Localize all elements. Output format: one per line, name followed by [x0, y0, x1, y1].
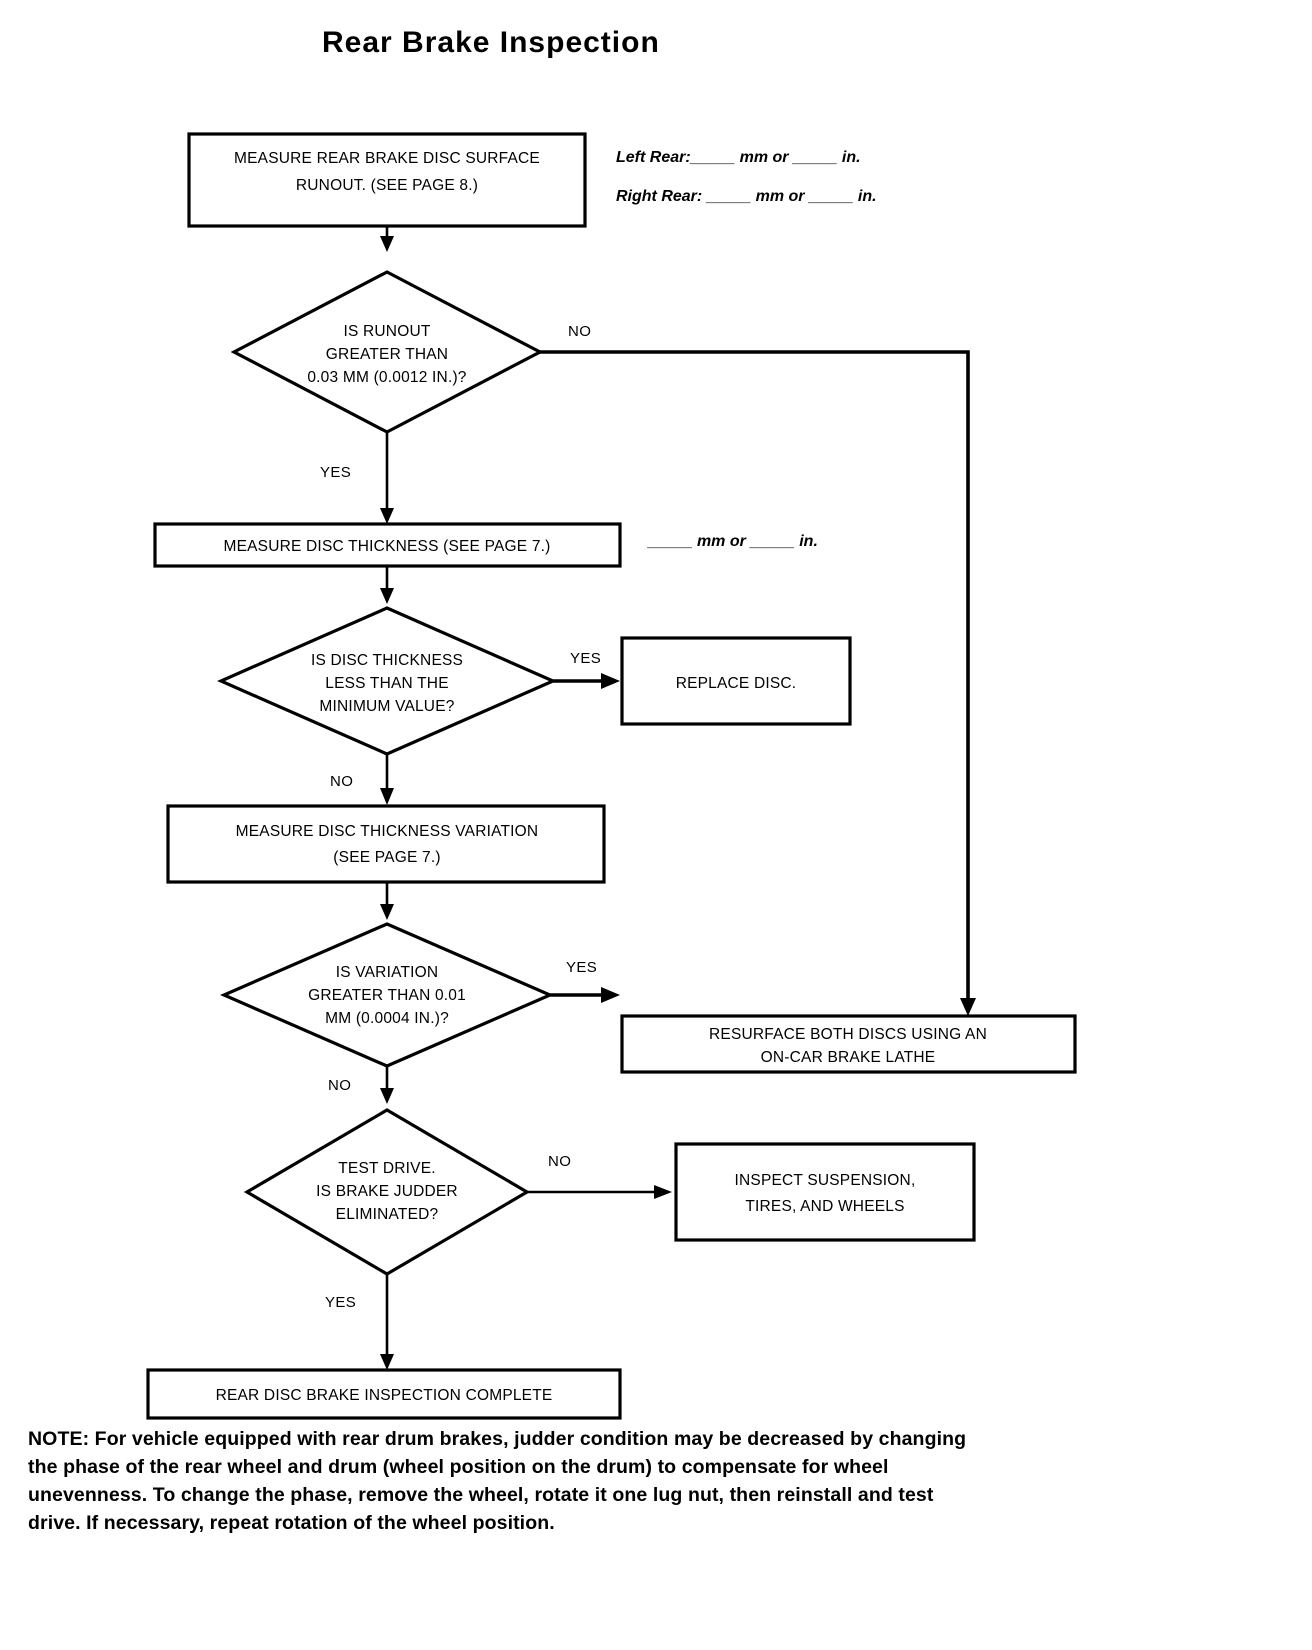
decision-variation: IS VARIATION GREATER THAN 0.01 MM (0.000… — [219, 922, 555, 1068]
connector-thickness-to-decision2 — [380, 566, 394, 604]
note-line-4: drive. If necessary, repeat rotation of … — [28, 1512, 555, 1534]
node-resurface-discs: RESURFACE BOTH DISCS USING AN ON-CAR BRA… — [620, 1014, 1077, 1074]
node-measure-runout-line2: RUNOUT. (SEE PAGE 8.) — [296, 177, 478, 194]
edge-label-judder-yes: YES — [325, 1294, 356, 1311]
node-inspect-suspension: INSPECT SUSPENSION, TIRES, AND WHEELS — [674, 1142, 976, 1242]
decision-variation-line3: MM (0.0004 IN.)? — [325, 1010, 449, 1027]
node-inspect-line1: INSPECT SUSPENSION, — [735, 1172, 916, 1189]
node-measure-variation-line1: MEASURE DISC THICKNESS VARIATION — [236, 823, 539, 840]
node-measure-variation: MEASURE DISC THICKNESS VARIATION (SEE PA… — [166, 804, 606, 884]
node-resurface-line2: ON-CAR BRAKE LATHE — [761, 1049, 936, 1066]
decision-judder-line2: IS BRAKE JUDDER — [316, 1183, 458, 1200]
note-line-2: the phase of the rear wheel and drum (wh… — [28, 1456, 889, 1478]
decision-thickness: IS DISC THICKNESS LESS THAN THE MINIMUM … — [217, 606, 557, 756]
connector-variation-to-decision3 — [380, 882, 394, 920]
edge-label-runout-yes: YES — [320, 464, 351, 481]
decision-runout-line2: GREATER THAN — [326, 346, 448, 363]
node-measure-thickness: MEASURE DISC THICKNESS (SEE PAGE 7.) — [153, 522, 622, 568]
node-complete-label: REAR DISC BRAKE INSPECTION COMPLETE — [216, 1387, 553, 1404]
connector-variation-yes: YES — [550, 959, 620, 1003]
decision-thickness-line1: IS DISC THICKNESS — [311, 652, 463, 669]
decision-runout-line1: IS RUNOUT — [343, 323, 430, 340]
edge-label-runout-no: NO — [568, 323, 591, 340]
node-replace-disc: REPLACE DISC. — [620, 636, 852, 726]
decision-thickness-line3: MINIMUM VALUE? — [319, 698, 454, 715]
connector-runout-no: NO — [540, 323, 976, 1016]
edge-label-judder-no: NO — [548, 1153, 571, 1170]
edge-label-variation-no: NO — [328, 1077, 351, 1094]
decision-runout-line3: 0.03 MM (0.0012 IN.)? — [307, 369, 466, 386]
decision-judder-line3: ELIMINATED? — [336, 1206, 439, 1223]
node-measure-runout: MEASURE REAR BRAKE DISC SURFACE RUNOUT. … — [187, 132, 587, 228]
decision-thickness-line2: LESS THAN THE — [325, 675, 448, 692]
node-inspection-complete: REAR DISC BRAKE INSPECTION COMPLETE — [146, 1368, 622, 1420]
connector-judder-yes: YES — [325, 1274, 394, 1370]
note-paragraph: NOTE: For vehicle equipped with rear dru… — [28, 1425, 1188, 1537]
connector-variation-no: NO — [328, 1066, 394, 1104]
decision-variation-line2: GREATER THAN 0.01 — [308, 987, 466, 1004]
edge-label-thickness-no: NO — [330, 773, 353, 790]
measurement-thickness-blank: _____ mm or _____ in. — [647, 533, 818, 550]
decision-judder: TEST DRIVE. IS BRAKE JUDDER ELIMINATED? — [243, 1108, 531, 1276]
connector-runout-to-decision1 — [380, 226, 394, 252]
edge-label-variation-yes: YES — [566, 959, 597, 976]
connector-runout-yes: YES — [320, 432, 394, 524]
edge-label-thickness-yes: YES — [570, 650, 601, 667]
page-title: Rear Brake Inspection — [322, 26, 660, 59]
connector-thickness-yes: YES — [553, 650, 620, 689]
connector-thickness-no: NO — [330, 754, 394, 805]
decision-judder-line1: TEST DRIVE. — [338, 1160, 436, 1177]
note-line-3: unevenness. To change the phase, remove … — [28, 1484, 934, 1506]
node-resurface-line1: RESURFACE BOTH DISCS USING AN — [709, 1026, 987, 1043]
decision-variation-line1: IS VARIATION — [336, 964, 439, 981]
node-measure-variation-line2: (SEE PAGE 7.) — [333, 849, 440, 866]
note-line-1: NOTE: For vehicle equipped with rear dru… — [28, 1428, 967, 1450]
node-replace-disc-label: REPLACE DISC. — [676, 675, 797, 692]
measurement-right-rear: Right Rear: _____ mm or _____ in. — [616, 188, 877, 205]
connector-judder-no: NO — [527, 1153, 672, 1199]
decision-runout: IS RUNOUT GREATER THAN 0.03 MM (0.0012 I… — [230, 270, 544, 434]
node-measure-runout-line1: MEASURE REAR BRAKE DISC SURFACE — [234, 150, 540, 167]
measurement-left-rear: Left Rear:_____ mm or _____ in. — [616, 149, 861, 166]
node-inspect-line2: TIRES, AND WHEELS — [745, 1198, 904, 1215]
node-measure-thickness-label: MEASURE DISC THICKNESS (SEE PAGE 7.) — [223, 538, 550, 555]
